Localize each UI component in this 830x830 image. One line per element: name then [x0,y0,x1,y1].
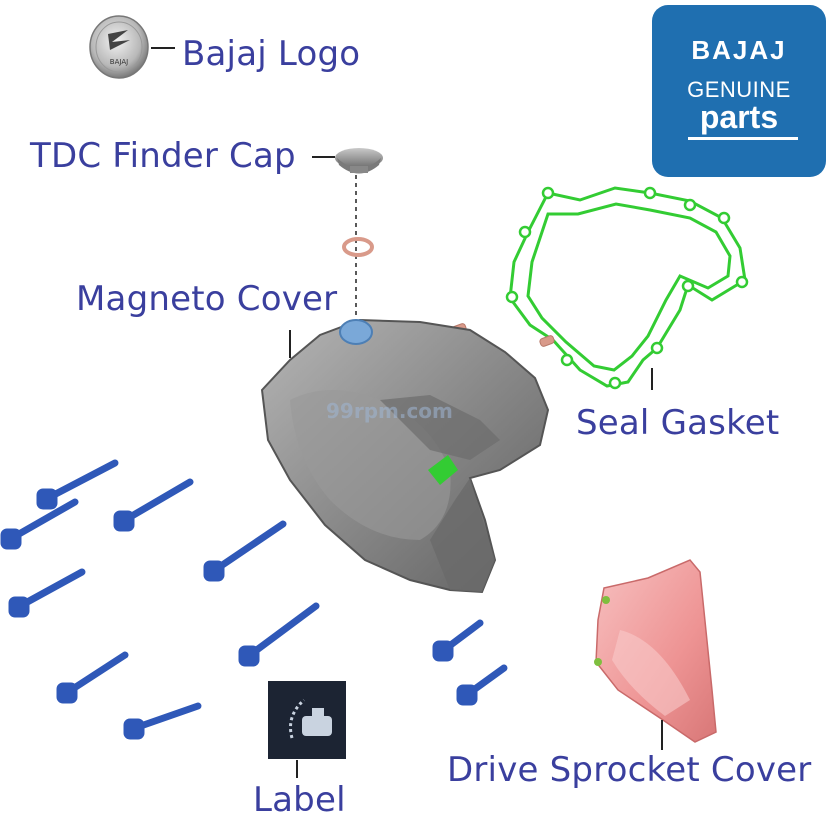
magneto-cover [260,318,550,594]
badge-brand: BAJAJ [691,35,787,65]
label-seal-gasket: Seal Gasket [576,403,780,443]
bolts [0,459,508,740]
logo-wordmark: BAJAJ [110,58,128,66]
label-sticker [268,681,346,759]
bajaj-genuine-parts-badge: BAJAJ GENUINE parts [652,5,826,177]
badge-genuine: GENUINE [687,77,791,102]
badge-underline [688,137,798,140]
tdc-finder-cap [335,148,383,174]
seal-gasket-bolt-holes [505,186,749,390]
badge-parts: parts [699,99,779,135]
label-drive-sprocket-cover: Drive Sprocket Cover [447,750,812,790]
label-label: Label [253,780,346,820]
drive-sprocket-cover [594,559,717,743]
label-magneto-cover: Magneto Cover [76,279,338,319]
o-ring [342,237,374,257]
watermark: 99rpm.com [326,399,453,423]
label-bajaj-logo: Bajaj Logo [182,34,361,74]
seal-gasket [508,186,747,388]
label-tdc-finder-cap: TDC Finder Cap [30,136,296,176]
bajaj-logo-emblem: BAJAJ [89,15,149,79]
